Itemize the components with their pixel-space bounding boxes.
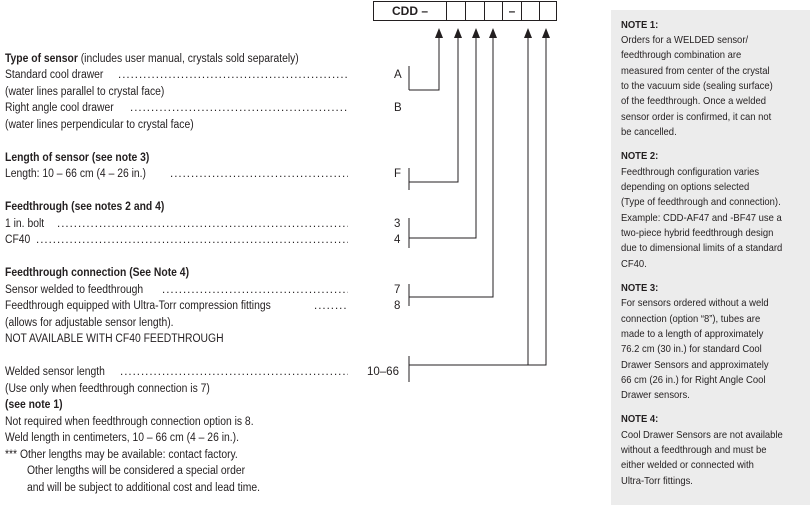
- code-3: 3: [394, 218, 401, 230]
- option-connector-lines: [408, 28, 550, 382]
- note-4-line: either welded or connected with: [621, 459, 754, 471]
- note-3-line: made to a length of approximately: [621, 328, 764, 340]
- note-3-line: connection (option “8”), tubes are: [621, 313, 761, 325]
- note-1-line: measured from center of the crystal: [621, 65, 770, 77]
- option-sensor-welded: Sensor welded to feedthrough: [5, 284, 144, 296]
- note-2-line: two-piece hybrid feedthrough design: [621, 227, 774, 239]
- option-ultra-torr: Feedthrough equipped with Ultra-Torr com…: [5, 300, 271, 312]
- welded-line-4: Weld length in centimeters, 10 – 66 cm (…: [5, 432, 239, 444]
- note-3-line: 66 cm (26 in.) for Right Angle Cool: [621, 374, 766, 386]
- welded-line-7: and will be subject to additional cost a…: [27, 482, 261, 494]
- welded-line-1: (Use only when feedthrough connection is…: [5, 383, 210, 395]
- code-box-length-2: [539, 1, 557, 21]
- feedthrough-heading: Feedthrough (see notes 2 and 4): [5, 201, 165, 213]
- code-8: 8: [394, 300, 401, 312]
- note-parallel: (water lines parallel to crystal face): [5, 86, 165, 98]
- note-adjustable-length: (allows for adjustable sensor length).: [5, 317, 174, 329]
- leader-dots: ........................................…: [120, 366, 348, 378]
- code-b: B: [394, 102, 402, 114]
- note-4-line: Ultra-Torr fittings.: [621, 475, 693, 487]
- code-4: 4: [394, 234, 401, 246]
- code-f: F: [394, 168, 402, 180]
- leader-dots: ..............: [314, 300, 348, 312]
- code-a: A: [394, 69, 402, 81]
- note-3-title: NOTE 3:: [621, 282, 659, 294]
- note-1-line: Orders for a WELDED sensor/: [621, 34, 749, 46]
- length-of-sensor-heading: Length of sensor (see note 3): [5, 152, 150, 164]
- leader-dots: ........................................…: [130, 102, 348, 114]
- welded-line-2: (see note 1): [5, 399, 63, 411]
- note-1-line: to the vacuum side (sealing surface): [621, 80, 773, 92]
- note-4-title: NOTE 4:: [621, 413, 659, 425]
- leader-dots: ........................................…: [170, 168, 348, 180]
- note-3-line: Drawer sensors.: [621, 389, 690, 401]
- note-2-line: due to dimensional limits of a standard: [621, 242, 783, 254]
- leader-dots: ........................................…: [118, 69, 348, 81]
- leader-dots: ........................................…: [36, 234, 348, 246]
- code-7: 7: [394, 284, 401, 296]
- option-cf40: CF40: [5, 234, 31, 246]
- leader-dots: ........................................…: [57, 218, 348, 230]
- note-1-line: feedthrough combination are: [621, 49, 742, 61]
- note-3-line: Drawer Sensors and approximately: [621, 359, 769, 371]
- note-1-line: sensor order is confirmed, it can not: [621, 111, 772, 123]
- note-2-line: CF40.: [621, 258, 647, 270]
- option-welded-length: Welded sensor length: [5, 366, 105, 378]
- note-3-line: 76.2 cm (30 in.) for standard Cool: [621, 343, 762, 355]
- notes-panel: NOTE 1: Orders for a WELDED sensor/ feed…: [611, 10, 810, 505]
- type-heading-bold: Type of sensor: [5, 53, 78, 65]
- note-2-line: Feedthrough configuration varies: [621, 166, 760, 178]
- note-1-line: be cancelled.: [621, 126, 677, 138]
- type-heading-rest: (includes user manual, crystals sold sep…: [77, 53, 299, 65]
- welded-line-5: *** Other lengths may be available: cont…: [5, 449, 238, 461]
- welded-line-6: Other lengths will be considered a speci…: [27, 465, 246, 477]
- note-perpendicular: (water lines perpendicular to crystal fa…: [5, 119, 194, 131]
- note-2-line: Example: CDD-AF47 and -BF47 use a: [621, 212, 782, 224]
- feedthrough-connection-heading: Feedthrough connection (See Note 4): [5, 267, 190, 279]
- note-2-line: (Type of feedthrough and connection).: [621, 196, 781, 208]
- note-3-line: For sensors ordered without a weld: [621, 297, 769, 309]
- note-1-title: NOTE 1:: [621, 19, 659, 31]
- note-not-available-cf40: NOT AVAILABLE WITH CF40 FEEDTHROUGH: [5, 333, 224, 345]
- note-2-line: depending on options selected: [621, 181, 750, 193]
- option-standard-cool-drawer: Standard cool drawer: [5, 69, 104, 81]
- note-1-line: of the feedthrough. Once a welded: [621, 95, 767, 107]
- note-2-title: NOTE 2:: [621, 150, 659, 162]
- code-10-66: 10–66: [367, 366, 399, 378]
- welded-line-3: Not required when feedthrough connection…: [5, 416, 254, 428]
- option-right-angle-cool-drawer: Right angle cool drawer: [5, 102, 114, 114]
- note-4-line: without a feedthrough and must be: [621, 444, 767, 456]
- option-1in-bolt: 1 in. bolt: [5, 218, 45, 230]
- note-4-line: Cool Drawer Sensors are not available: [621, 429, 783, 441]
- option-length: Length: 10 – 66 cm (4 – 26 in.): [5, 168, 146, 180]
- type-of-sensor-heading: Type of sensor (includes user manual, cr…: [5, 52, 299, 66]
- leader-dots: ........................................…: [162, 284, 348, 296]
